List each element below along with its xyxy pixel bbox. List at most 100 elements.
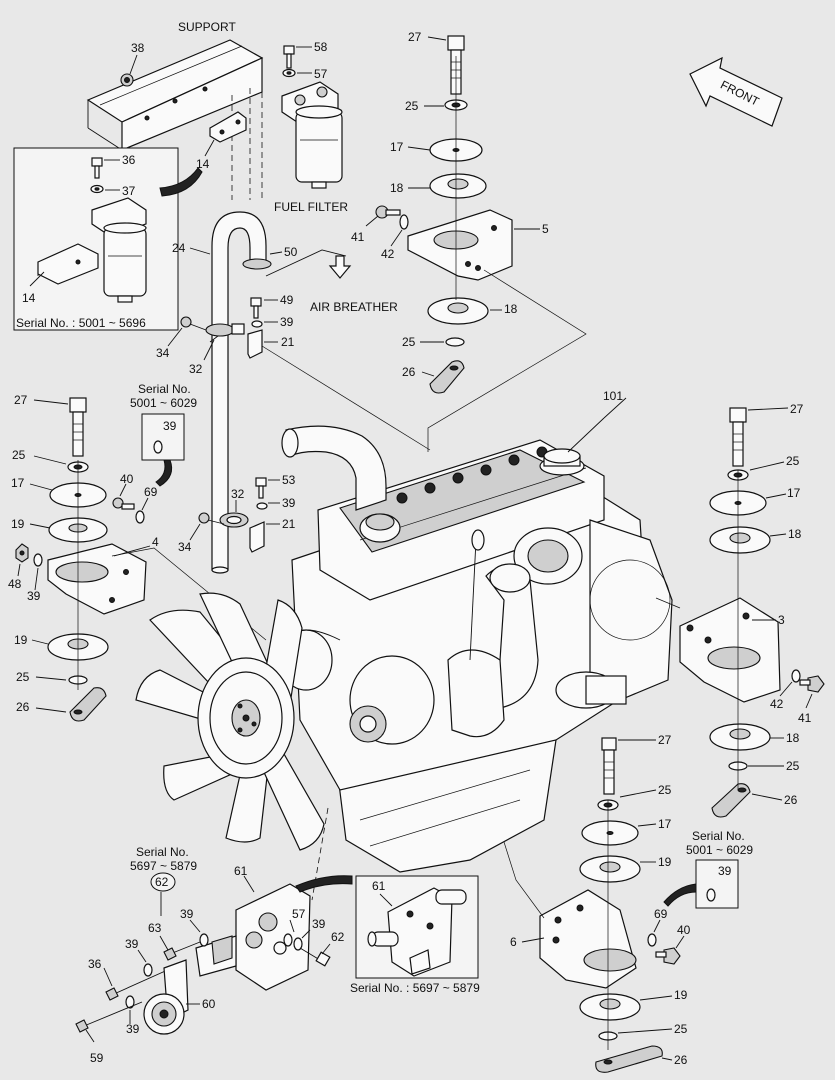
hose-clamp-50-icon	[242, 258, 272, 270]
fr-callout-25-lower: 25	[786, 759, 800, 773]
callout-39d-tens: 39	[126, 1022, 140, 1036]
tens-pulley-60-icon	[143, 959, 189, 1035]
tens-bolt-62-icon	[299, 947, 331, 967]
fuel-filter-icon	[281, 81, 343, 189]
fl-serial-title: Serial No.	[138, 382, 191, 396]
inset-pointer-arrow	[159, 167, 203, 197]
rr-callout-42: 42	[381, 247, 395, 261]
rl-callout-40: 40	[677, 923, 691, 937]
rl-inset-callout-39: 39	[718, 864, 732, 878]
inset61-serial-label: Serial No. : 5697 ~ 5879	[350, 981, 480, 995]
support-frame	[86, 39, 264, 200]
front-arrow-icon	[689, 56, 783, 127]
rl-callout-6: 6	[510, 935, 517, 949]
rl-inset-washer-icon	[706, 888, 716, 902]
bolt-34-mid-icon	[198, 512, 225, 525]
callout-49: 49	[280, 293, 294, 307]
tens-washer-39b-icon	[293, 937, 303, 951]
rl-mount-19-lower-icon	[579, 993, 641, 1021]
callout-60: 60	[202, 997, 216, 1011]
callout-39b-tens: 39	[312, 917, 326, 931]
rl-callout-25-lower: 25	[674, 1022, 688, 1036]
rl-serial-range: 5001 ~ 6029	[686, 843, 753, 857]
rr-callout-18-lower: 18	[504, 302, 518, 316]
inset-serial-label: Serial No. : 5001 ~ 5696	[16, 316, 146, 330]
down-arrow-icon	[328, 255, 352, 279]
clip-21-top-icon	[247, 329, 263, 359]
clamp-32-top-icon	[205, 323, 245, 337]
rr-callout-17: 17	[390, 140, 404, 154]
bolt-34-top-icon	[180, 316, 207, 331]
inset-serial-5697-5879: 61 Serial No. : 5697 ~ 5879	[350, 875, 480, 995]
callout-14: 14	[196, 157, 210, 171]
washer-57-icon	[282, 68, 296, 78]
inset-callout-14: 14	[22, 291, 36, 305]
fr-callout-3: 3	[778, 613, 785, 627]
air-breather-label: AIR BREATHER	[310, 300, 398, 314]
callout-39-top: 39	[280, 315, 294, 329]
fl-callout-19-lower: 19	[14, 633, 28, 647]
rr-callout-25-lower: 25	[402, 335, 416, 349]
tensioner-pointer-arrow	[295, 875, 353, 893]
fr-bracket-3-icon	[679, 597, 781, 703]
callout-63: 63	[148, 921, 162, 935]
fr-bolt-41-icon	[799, 675, 825, 693]
fr-callout-18-lower: 18	[786, 731, 800, 745]
rl-plate-17-icon	[581, 820, 639, 846]
fl-callout-25-lower: 25	[16, 670, 30, 684]
rl-bolt-27-icon	[601, 737, 617, 795]
fl-callout-39: 39	[27, 589, 41, 603]
fl-callout-48: 48	[8, 577, 22, 591]
fl-nut-48-icon	[15, 543, 29, 563]
fl-bracket-4-icon	[47, 543, 147, 615]
rr-callout-26: 26	[402, 365, 416, 379]
callout-39a-tens: 39	[180, 907, 194, 921]
rl-washer-69-icon	[647, 933, 657, 947]
callout-21-top: 21	[281, 335, 295, 349]
fr-callout-42: 42	[770, 697, 784, 711]
tens-bolt-59-icon	[75, 1001, 143, 1033]
fl-callout-69: 69	[144, 485, 158, 499]
cooling-fan-icon	[135, 592, 325, 851]
callout-61: 61	[234, 864, 248, 878]
rl-serial-title: Serial No.	[692, 829, 745, 843]
rr-callout-25: 25	[405, 99, 419, 113]
rr-stopper-26-icon	[429, 360, 465, 394]
callout-39-mid: 39	[282, 496, 296, 510]
rr-callout-27: 27	[408, 30, 422, 44]
fr-mount-18-lower-icon	[709, 723, 771, 751]
fr-callout-17: 17	[787, 486, 801, 500]
fr-bolt-27-icon	[729, 407, 747, 467]
inset61-callout: 61	[372, 879, 386, 893]
rl-callout-19-upper: 19	[658, 855, 672, 869]
inset-serial-5001-6029-left: Serial No. 5001 ~ 6029 39	[130, 382, 197, 487]
tens-bolt-63-icon	[163, 941, 201, 961]
callout-53: 53	[282, 473, 296, 487]
fl-inset-washer-icon	[153, 440, 163, 454]
rr-mount-18-upper-icon	[429, 173, 487, 199]
inset-callout-36: 36	[122, 153, 136, 167]
callout-32-top: 32	[189, 362, 203, 376]
fr-stopper-26-icon	[711, 783, 751, 818]
tens-serial-range: 5697 ~ 5879	[130, 859, 197, 873]
tensioner-bracket-61-icon	[195, 883, 311, 991]
rl-inset-pointer-arrow	[663, 883, 697, 907]
support-label: SUPPORT	[178, 20, 236, 34]
fr-callout-26: 26	[784, 793, 798, 807]
rl-mount-19-upper-icon	[579, 855, 641, 883]
rl-callout-19-lower: 19	[674, 988, 688, 1002]
inset-serial-5001-5696: 36 37 14 Serial No. : 5001 ~ 5696	[13, 147, 179, 331]
callout-57-tens: 57	[292, 907, 306, 921]
callout-24: 24	[172, 241, 186, 255]
fl-washer-39-icon	[33, 553, 43, 567]
inset-callout-37: 37	[122, 184, 136, 198]
tens-washer-39d-icon	[125, 995, 135, 1009]
inset-bolt-36-icon	[91, 157, 103, 179]
callout-32-mid: 32	[231, 487, 245, 501]
rr-bracket-5-icon	[407, 209, 513, 281]
rr-mount-18-lower-icon	[427, 297, 489, 325]
callout-50: 50	[284, 245, 298, 259]
washer-39-mid-icon	[256, 502, 268, 510]
callout-62-circled: 62	[155, 875, 169, 889]
callout-34-top: 34	[156, 346, 170, 360]
